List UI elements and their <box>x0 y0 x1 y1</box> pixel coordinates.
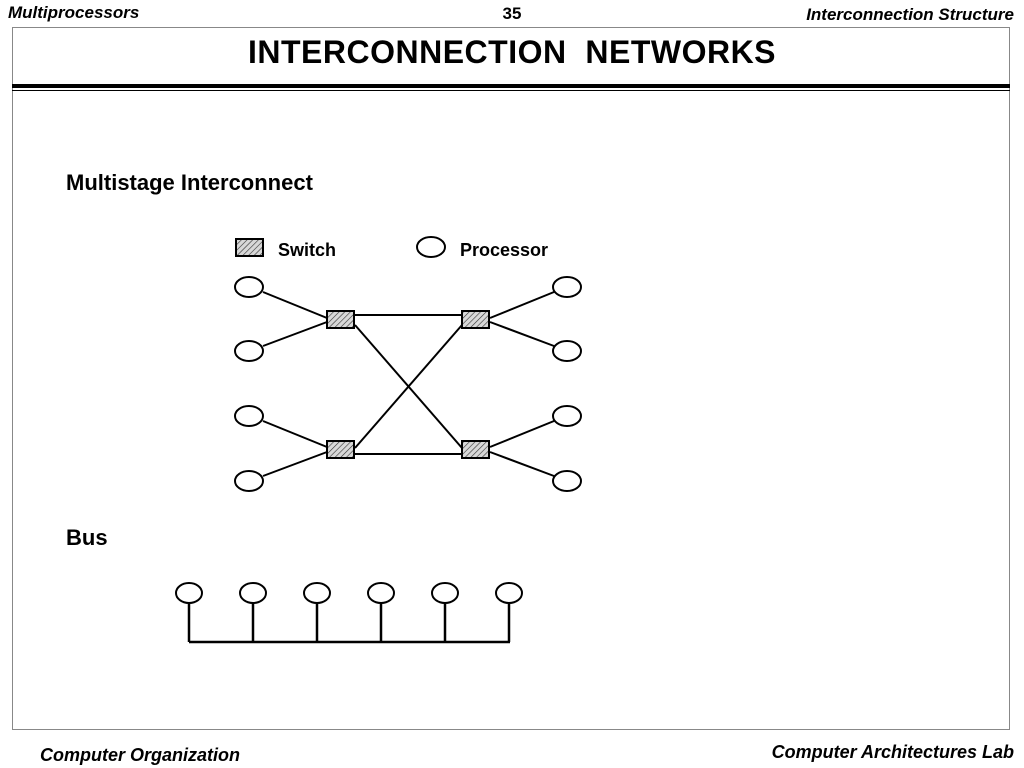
multistage-wires <box>262 291 555 477</box>
bus-processor-3 <box>303 582 331 604</box>
switch-stage2-bottom <box>461 440 490 459</box>
processor-right-4 <box>552 470 582 492</box>
switch-stage1-top <box>326 310 355 329</box>
section-multistage-heading: Multistage Interconnect <box>66 170 313 195</box>
page-number: 35 <box>502 4 522 23</box>
legend-processor-label: Processor <box>460 240 549 260</box>
bus-processor-2 <box>239 582 267 604</box>
slide-frame <box>12 27 1010 730</box>
footer-left-course: Computer Organization <box>40 745 241 765</box>
processor-left-2 <box>234 340 264 362</box>
processor-right-1 <box>552 276 582 298</box>
processor-left-3 <box>234 405 264 427</box>
processor-right-2 <box>552 340 582 362</box>
title-rule-thin <box>12 90 1010 91</box>
bus-processor-4 <box>367 582 395 604</box>
section-bus-heading: Bus <box>66 525 108 550</box>
switch-stage2-top <box>461 310 490 329</box>
legend-processor-icon <box>416 236 446 258</box>
bus-processor-1 <box>175 582 203 604</box>
header-right-title: Interconnection Structure <box>806 5 1014 24</box>
switch-stage1-bottom <box>326 440 355 459</box>
bus-wires <box>187 603 511 644</box>
slide-title: INTERCONNECTION NETWORKS <box>247 34 777 70</box>
processor-left-1 <box>234 276 264 298</box>
legend-switch-label: Switch <box>278 240 337 260</box>
footer-right-lab: Computer Architectures Lab <box>771 742 1014 762</box>
processor-right-3 <box>552 405 582 427</box>
header-left-title: Multiprocessors <box>8 3 140 22</box>
legend-switch-icon <box>235 238 264 257</box>
title-rule-thick <box>12 84 1010 88</box>
bus-processor-6 <box>495 582 523 604</box>
processor-left-4 <box>234 470 264 492</box>
bus-processor-5 <box>431 582 459 604</box>
